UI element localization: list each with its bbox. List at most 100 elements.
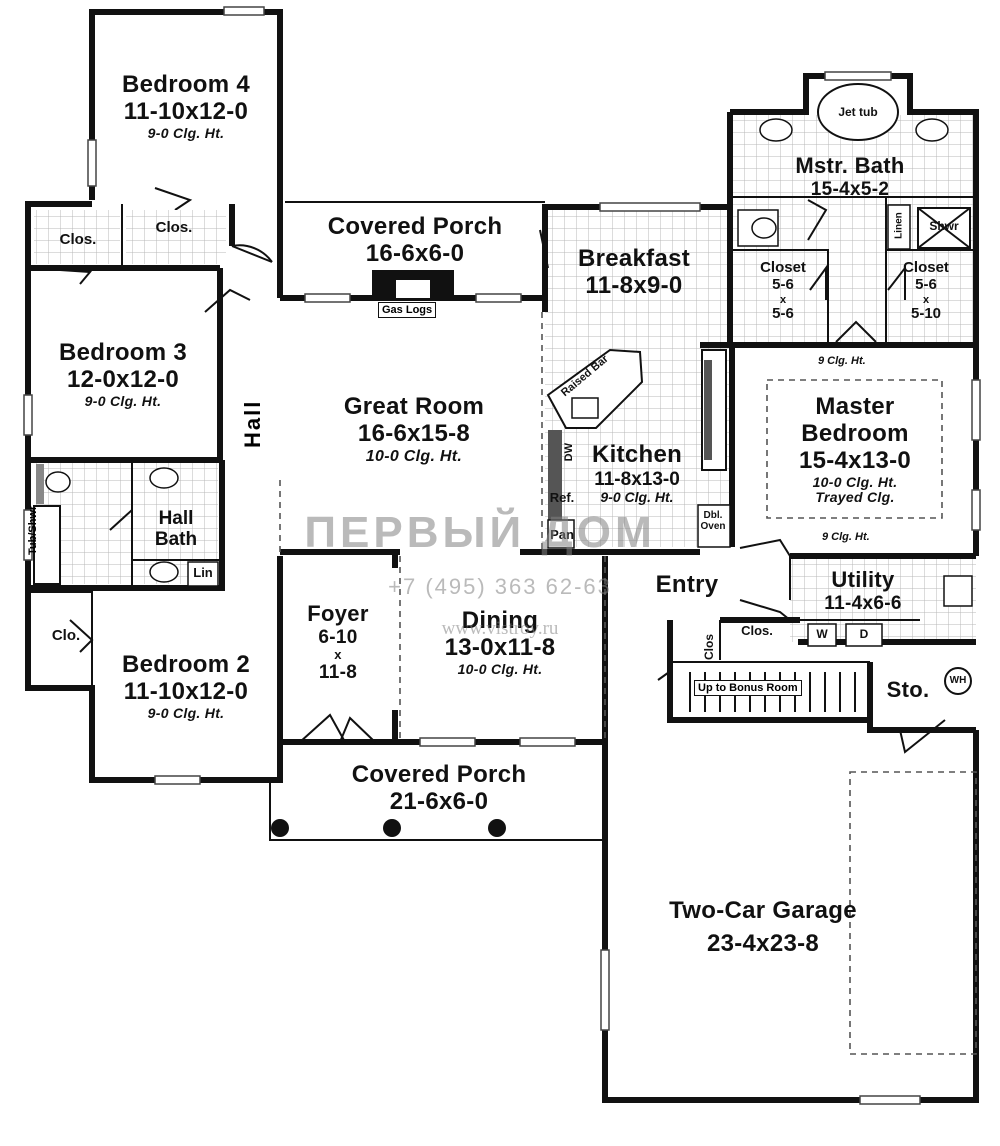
- utility-size: 11-4x6-6: [824, 592, 902, 614]
- stairs-label: Up to Bonus Room: [694, 680, 802, 696]
- closet-right-name: Closet: [903, 259, 949, 276]
- breakfast-name: Breakfast: [577, 245, 691, 272]
- foyer-x: x: [334, 646, 342, 662]
- tub-shower-label: Tub/Shwr: [27, 505, 39, 555]
- shower-label: Shwr: [929, 219, 959, 233]
- covered-porch-rear-name: Covered Porch: [327, 213, 503, 240]
- kitchen-name: Kitchen: [591, 441, 683, 468]
- master-bedroom-clg: 10-0 Clg. Ht.: [812, 473, 898, 490]
- linen-label: Lin: [193, 565, 213, 580]
- pantry-label: Pan: [550, 527, 574, 542]
- covered-porch-rear-label: Covered Porch 16-6x6-0: [327, 213, 503, 268]
- master-bedroom-name-2: Bedroom: [801, 419, 909, 447]
- bedroom4-name: Bedroom 4: [121, 71, 251, 98]
- bedroom3-size: 12-0x12-0: [66, 365, 180, 393]
- great-room-label: Great Room 16-6x15-8 10-0 Clg. Ht.: [343, 393, 485, 466]
- foyer-label: Foyer 6-10 x 11-8: [307, 601, 369, 684]
- bedroom4-size: 11-10x12-0: [123, 97, 249, 125]
- kitchen-size: 11-8x13-0: [594, 468, 680, 490]
- watermark-brand: ПЕРВЫЙ ДОМ: [304, 508, 656, 557]
- storage-label: Sto.: [886, 677, 930, 702]
- closet-left-d: 5-6: [772, 304, 794, 322]
- utility-label: Utility 11-4x6-6: [824, 567, 902, 614]
- dining-size: 13-0x11-8: [444, 633, 556, 661]
- master-bath-name: Mstr. Bath: [795, 153, 905, 178]
- covered-porch-front-label: Covered Porch 21-6x6-0: [351, 761, 527, 816]
- closet-label-2: Clos.: [155, 219, 193, 236]
- closet-left-label: Closet 5-6 x 5-6: [760, 259, 806, 323]
- bedroom2-name: Bedroom 2: [121, 651, 251, 678]
- dryer-label: D: [859, 627, 869, 641]
- bedroom4-label: Bedroom 4 11-10x12-0 9-0 Clg. Ht.: [121, 71, 251, 141]
- utility-name: Utility: [831, 567, 895, 592]
- hall-bath-name-1: Hall: [158, 508, 194, 529]
- dining-label: Dining 13-0x11-8 10-0 Clg. Ht.: [444, 607, 556, 677]
- breakfast-size: 11-8x9-0: [585, 271, 683, 299]
- entry-label: Entry: [655, 571, 719, 598]
- walls: [25, 9, 979, 1103]
- garage-size: 23-4x23-8: [706, 929, 820, 957]
- closet-label-3: Clo.: [51, 627, 81, 644]
- dining-name: Dining: [461, 607, 539, 634]
- closet-left-w: 5-6: [772, 275, 794, 293]
- refrigerator-label: Ref.: [549, 490, 575, 505]
- linen-closet-label: Linen: [893, 212, 905, 239]
- hall-bath-name-2: Bath: [154, 529, 198, 551]
- kitchen-clg: 9-0 Clg. Ht.: [600, 489, 674, 506]
- covered-porch-rear-size: 16-6x6-0: [365, 239, 465, 267]
- watermark-phone: +7 (495) 363 62-63: [388, 574, 612, 599]
- kitchen-fixtures: [546, 348, 731, 549]
- master-bath-size: 15-4x5-2: [810, 178, 890, 200]
- closet-left-name: Closet: [760, 259, 806, 276]
- double-oven-label: Dbl. Oven: [700, 510, 726, 533]
- clg-note-bottom: 9 Clg. Ht.: [822, 531, 870, 543]
- jet-tub-label: Jet tub: [838, 105, 878, 119]
- watermark-site: www.vistroy.ru: [441, 618, 559, 639]
- foyer-w: 6-10: [318, 626, 358, 648]
- dishwasher-label: DW: [562, 442, 575, 462]
- foyer-name: Foyer: [307, 601, 369, 626]
- master-bedroom-label: Master Bedroom 15-4x13-0 10-0 Clg. Ht. T…: [798, 393, 912, 506]
- closet-right-label: Closet 5-6 x 5-10: [903, 259, 949, 323]
- doors: [59, 187, 946, 754]
- master-bedroom-size: 15-4x13-0: [798, 446, 912, 474]
- utility-fixtures: [807, 575, 973, 695]
- bath-fixtures: [33, 83, 971, 587]
- great-room-name: Great Room: [343, 393, 485, 420]
- bedroom3-name: Bedroom 3: [58, 339, 188, 366]
- kitchen-label: Kitchen 11-8x13-0 9-0 Clg. Ht.: [591, 441, 683, 506]
- bedroom3-clg: 9-0 Clg. Ht.: [84, 392, 162, 409]
- master-bedroom-name-1: Master: [815, 393, 895, 420]
- porch-columns: [269, 780, 605, 841]
- bedroom3-label: Bedroom 3 12-0x12-0 9-0 Clg. Ht.: [58, 339, 188, 409]
- closet-right-w: 5-6: [915, 275, 937, 293]
- great-room-size: 16-6x15-8: [357, 419, 471, 447]
- garage-name: Two-Car Garage: [669, 897, 857, 924]
- covered-porch-front-name: Covered Porch: [351, 761, 527, 788]
- great-room-clg: 10-0 Clg. Ht.: [365, 447, 463, 465]
- water-heater-label: WH: [949, 675, 967, 686]
- master-bedroom-trayed: Trayed Clg.: [815, 489, 895, 506]
- foyer-d: 11-8: [318, 662, 358, 684]
- breakfast-label: Breakfast 11-8x9-0: [577, 245, 691, 300]
- hall-bath-label: Hall Bath: [155, 508, 197, 551]
- closet-label-1: Clos.: [59, 231, 97, 248]
- dashed-lines: [279, 312, 977, 1055]
- bedroom2-label: Bedroom 2 11-10x12-0 9-0 Clg. Ht.: [121, 651, 251, 721]
- closet-entry-label: Clos.: [741, 623, 773, 638]
- clg-note-top: 9 Clg. Ht.: [818, 355, 866, 367]
- bedroom4-clg: 9-0 Clg. Ht.: [147, 124, 225, 141]
- closet-right-d: 5-10: [910, 304, 942, 322]
- closet-right-x: x: [922, 293, 930, 306]
- closet-entry-vertical-label: Clos: [702, 633, 716, 660]
- bedroom2-clg: 9-0 Clg. Ht.: [147, 704, 225, 721]
- covered-porch-front-size: 21-6x6-0: [389, 787, 489, 815]
- washer-label: W: [816, 627, 828, 641]
- garage-label: Two-Car Garage 23-4x23-8: [669, 897, 857, 958]
- closet-left-x: x: [779, 293, 787, 306]
- bedroom2-size: 11-10x12-0: [123, 677, 249, 705]
- windows: [23, 6, 981, 1105]
- hall-label: Hall: [240, 399, 265, 448]
- master-bath-label: Mstr. Bath 15-4x5-2: [795, 153, 905, 200]
